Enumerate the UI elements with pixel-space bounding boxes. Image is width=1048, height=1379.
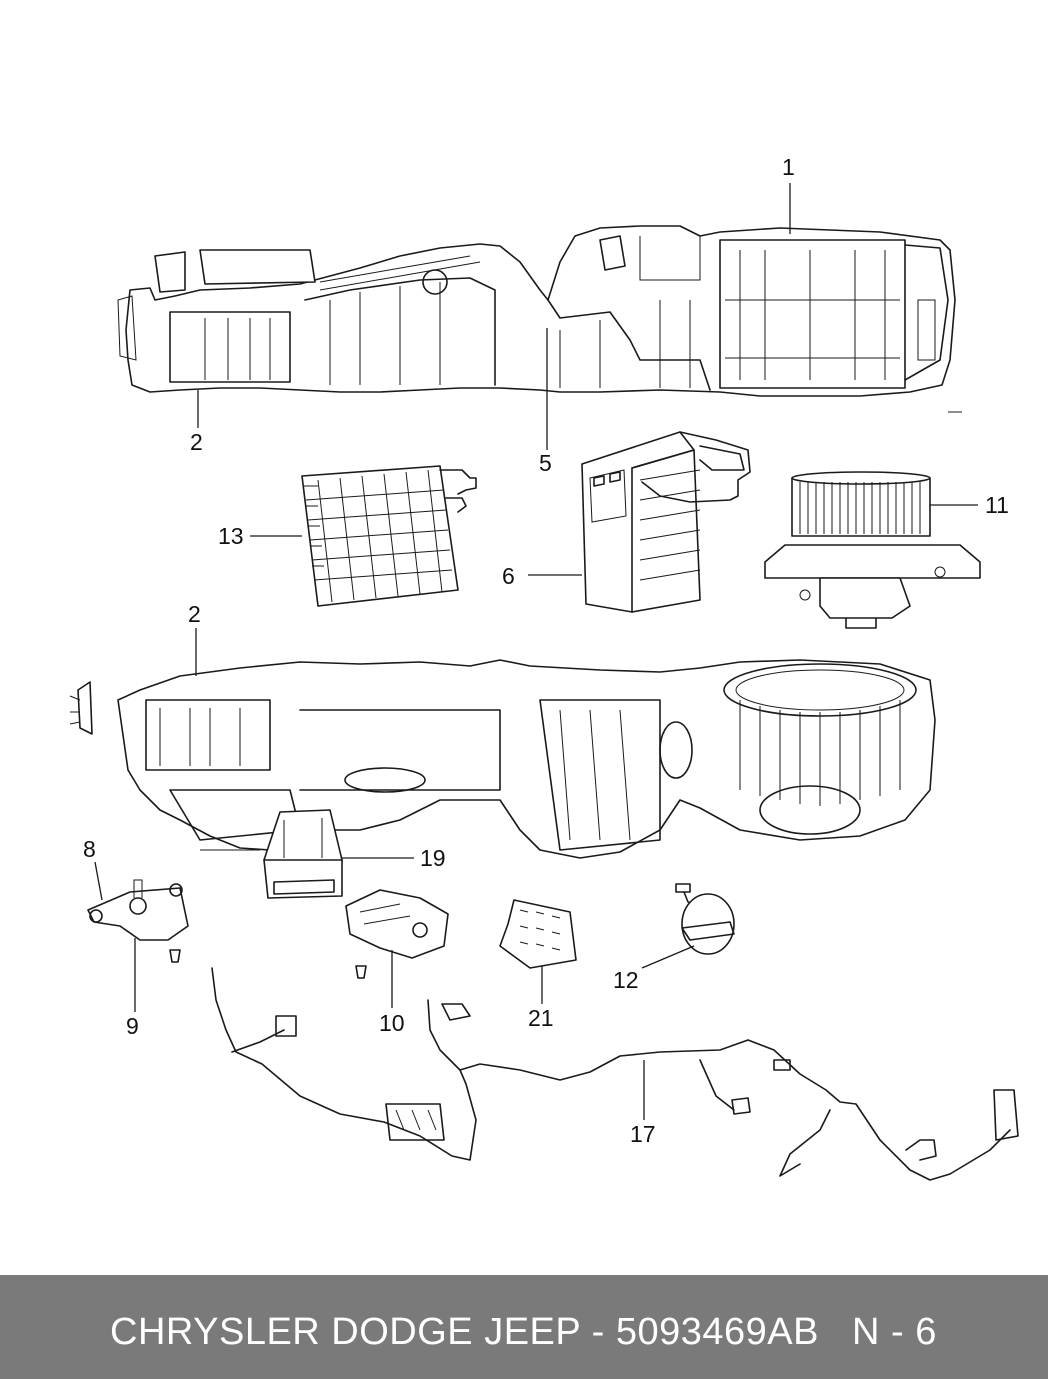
footer-title: CHRYSLER DODGE JEEP - 5093469AB bbox=[110, 1311, 819, 1353]
callout-10: 10 bbox=[379, 1010, 405, 1036]
callout-labels: 1 2 5 13 6 11 2 8 19 9 10 21 12 17 bbox=[83, 154, 1009, 1147]
callout-13: 13 bbox=[218, 523, 244, 549]
lower-hvac-housing bbox=[69, 659, 936, 859]
actuator-left bbox=[87, 879, 189, 963]
callout-12: 12 bbox=[613, 967, 639, 993]
duct bbox=[263, 809, 343, 899]
callout-2-lower: 2 bbox=[188, 601, 201, 627]
actuator-middle bbox=[345, 889, 449, 979]
callout-19: 19 bbox=[420, 845, 446, 871]
leader-lines bbox=[94, 183, 978, 1120]
callout-1: 1 bbox=[782, 154, 795, 180]
sensor bbox=[675, 883, 735, 955]
blower-motor bbox=[764, 471, 981, 629]
callout-2-upper: 2 bbox=[190, 429, 203, 455]
callout-21: 21 bbox=[528, 1005, 554, 1031]
evaporator bbox=[581, 431, 751, 613]
callout-6: 6 bbox=[502, 563, 515, 589]
footer-page-code: N - 6 bbox=[852, 1311, 937, 1353]
wiring-harness bbox=[211, 967, 1019, 1181]
heater-core bbox=[301, 465, 477, 607]
callout-5: 5 bbox=[539, 450, 552, 476]
callout-8: 8 bbox=[83, 836, 96, 862]
upper-hvac-housing bbox=[117, 225, 962, 413]
callout-9: 9 bbox=[126, 1013, 139, 1039]
footer-bar: CHRYSLER DODGE JEEP - 5093469AB N - 6 bbox=[0, 1275, 1048, 1379]
blower-resistor bbox=[499, 899, 577, 969]
callout-17: 17 bbox=[630, 1121, 656, 1147]
parts-diagram: 1 2 5 13 6 11 2 8 19 9 10 21 12 17 bbox=[69, 154, 1019, 1181]
callout-11: 11 bbox=[985, 492, 1009, 518]
